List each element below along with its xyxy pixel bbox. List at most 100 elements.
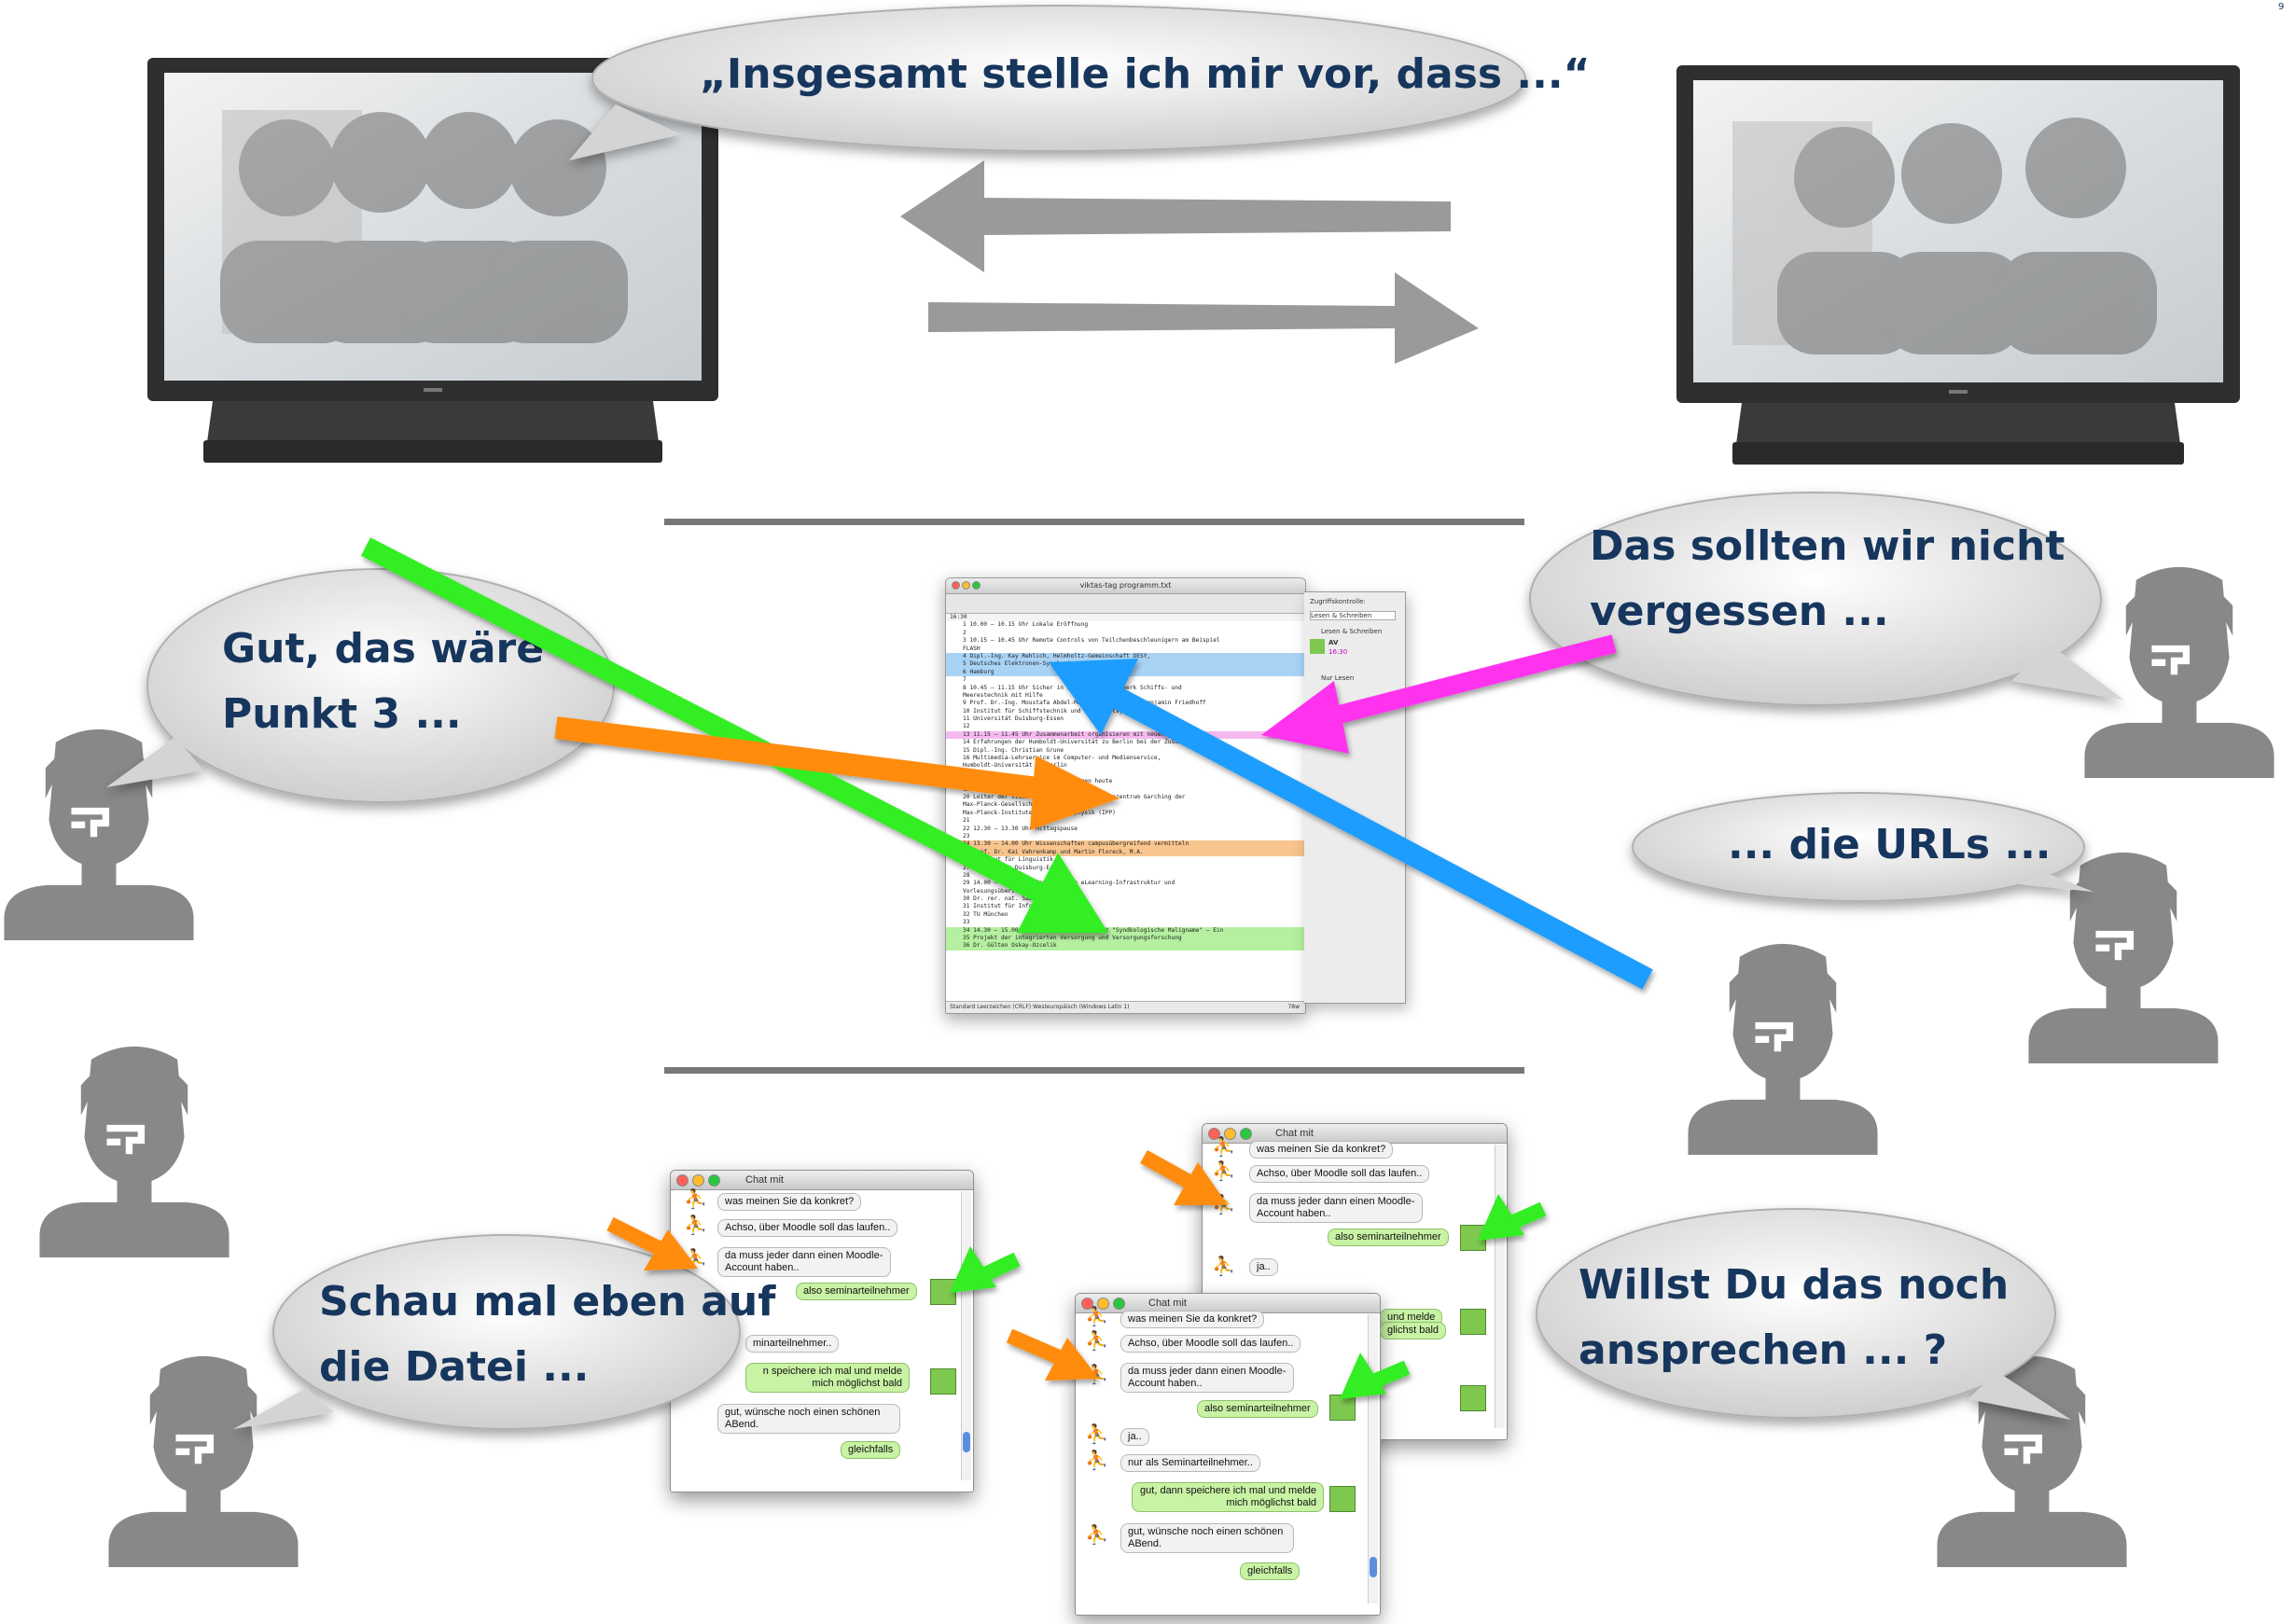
chat-message: ja..	[1249, 1258, 1278, 1276]
arrow-orange-head	[1030, 756, 1120, 830]
editor-line: 27 Universität Duisburg-Essen	[963, 864, 1064, 871]
access-label: Zugriffskontrolle:	[1310, 598, 1366, 605]
editor-line: Humboldt-Universität zu Berlin	[963, 762, 1067, 770]
bubble-top: „Insgesamt stelle ich mir vor, dass ...“	[569, 2, 1591, 170]
editor-line: 35 Projekt der integrierten Versorgung u…	[946, 935, 1305, 943]
chat-scrollbar[interactable]	[961, 1191, 971, 1480]
runner-icon: ⛹	[1212, 1256, 1235, 1277]
divider-1	[664, 519, 1524, 525]
editor-line: 11 Universität Duisburg-Essen	[963, 715, 1064, 723]
bubble-left-mid-line2: Punkt 3 ...	[222, 690, 462, 738]
bubble-left-mid: Gut, das wäre Punkt 3 ...	[106, 560, 615, 812]
chat-scrollbar[interactable]	[1368, 1314, 1378, 1603]
editor-time: 16:30	[946, 614, 1305, 622]
chat-message: Achso, über Moodle soll das laufen..	[717, 1219, 898, 1237]
chat-titlebar: Chat mit	[671, 1171, 973, 1190]
chat-message: da muss jeder dann einen Moodle-Account …	[1120, 1363, 1294, 1393]
access-select[interactable]: Lesen & Schreiben	[1310, 611, 1396, 620]
editor-line: 2	[963, 629, 967, 636]
editor-status-text: Standard Leerzeichen (CRLF) Westeuropäis…	[950, 1004, 1130, 1010]
runner-icon: ⛹	[1085, 1424, 1108, 1445]
arrow-green-editor	[360, 537, 1050, 905]
editor-line: FLASH	[963, 645, 981, 652]
chat-message: ja..	[1120, 1428, 1149, 1446]
editor-line: 14 Erfahrungen der Humboldt-Universität …	[963, 739, 1214, 746]
user-avatar-green	[1460, 1385, 1486, 1411]
chat-title: Chat mit	[1148, 1298, 1187, 1309]
editor-line: Max-Planck-Gesellschaft (MPG) und des	[963, 801, 1092, 809]
editor-title: viktas-tag programm.txt	[1079, 581, 1172, 590]
chat-arrow-green	[1478, 1194, 1524, 1241]
chat-window-front: Chat mit was meinen Sie da konkret? Achs…	[1075, 1293, 1381, 1616]
editor-line: 13 11.15 – 11.45 Uhr Zusammenarbeit orga…	[946, 730, 1305, 740]
editor-line: Meerestechnik mit Hilfe	[963, 691, 1043, 699]
arrow-magenta-head	[1261, 681, 1349, 754]
chat-message: Achso, über Moodle soll das laufen..	[1120, 1335, 1301, 1353]
user-avatar-green	[1329, 1486, 1356, 1512]
editor-line: 26 Institut für Linguistik	[963, 856, 1053, 864]
chat-message: was meinen Sie da konkret?	[1120, 1311, 1265, 1328]
access-item-write[interactable]: Lesen & Schreiben	[1321, 628, 1383, 635]
editor-line: 10 Institut für Schiffstechnik und Trans…	[963, 707, 1161, 715]
chat-message: was meinen Sie da konkret?	[1249, 1141, 1394, 1159]
bubble-left-bottom-line2: die Datei ...	[319, 1343, 590, 1391]
editor-titlebar: viktas-tag programm.txt	[946, 578, 1305, 594]
chat-arrow-orange	[1174, 1162, 1228, 1205]
arrow-left	[900, 160, 1451, 272]
bubble-right-mid-line2: vergessen ...	[1590, 588, 1889, 635]
chat-titlebar: Chat mit	[1203, 1124, 1507, 1144]
bubble-right-mid-line1: Das sollten wir nicht	[1590, 522, 2066, 570]
runner-icon: ⛹	[1085, 1331, 1108, 1352]
user-time: 16:30	[1328, 648, 1348, 656]
bubble-top-text: „Insgesamt stelle ich mir vor, dass ...“	[700, 50, 1591, 98]
editor-line: 23	[963, 832, 970, 840]
chat-message-own: also seminarteilnehmer	[1197, 1400, 1318, 1418]
bubble-urls-text: ... die URLs ...	[1728, 821, 2052, 868]
editor-line: 12	[963, 723, 970, 730]
chat-arrow-orange	[644, 1229, 698, 1270]
chat-message-own: glichst bald	[1380, 1322, 1447, 1339]
runner-icon: ⛹	[1085, 1307, 1108, 1327]
runner-icon: ⛹	[1085, 1450, 1108, 1471]
chat-title: Chat mit	[745, 1174, 784, 1186]
editor-line: 4 Dipl.-Ing. Kay Rehlich, Helmholtz-Geme…	[946, 652, 1305, 661]
access-item-read[interactable]: Nur Lesen	[1321, 674, 1355, 682]
chat-message: minarteilnehmer..	[745, 1335, 840, 1353]
bubble-right-bottom: Willst Du das noch ansprechen ... ?	[1530, 1203, 2071, 1437]
bubble-left-mid-line1: Gut, das wäre	[222, 625, 545, 673]
chat-message-own: also seminarteilnehmer	[796, 1283, 917, 1300]
user-avatar-green	[1460, 1309, 1486, 1335]
monitor-left	[147, 58, 718, 463]
editor-line: 33	[963, 919, 970, 926]
chat-scroll-thumb[interactable]	[963, 1432, 970, 1452]
chat-arrow-green	[950, 1246, 996, 1293]
arrow-green-head	[1017, 853, 1108, 933]
runner-icon: ⛹	[1085, 1525, 1108, 1546]
chat-scroll-thumb[interactable]	[1370, 1557, 1377, 1577]
runner-icon: ⛹	[1212, 1161, 1235, 1182]
bubble-right-urls: ... die URLs ...	[1627, 789, 2093, 910]
editor-status-right: 78w	[1287, 1004, 1300, 1010]
arrow-blue-editor	[1105, 684, 1653, 990]
arrow-magenta-editor	[1322, 634, 1617, 728]
editor-line: 32 TU München	[963, 910, 1008, 918]
chat-window-left: Chat mit was meinen Sie da konkret? Achs…	[670, 1170, 974, 1492]
arrow-right	[928, 272, 1479, 364]
chat-message: da muss jeder dann einen Moodle-Account …	[717, 1247, 891, 1277]
page-number: 9	[2278, 2, 2285, 12]
chat-message: was meinen Sie da konkret?	[717, 1193, 862, 1211]
user-name: AV	[1328, 639, 1339, 646]
chat-scrollbar[interactable]	[1495, 1145, 1505, 1428]
editor-line: 16 Multimedia-Lehrservice im Computer- u…	[963, 755, 1161, 762]
chat-message: Achso, über Moodle soll das laufen..	[1249, 1165, 1430, 1183]
editor-line: 7	[963, 676, 967, 684]
bubble-right-bottom-line2: ansprechen ... ?	[1579, 1326, 1948, 1374]
user-avatar-green	[1329, 1395, 1356, 1421]
editor-line: 1 10.00 – 10.15 Uhr Lokale Eröffnung	[963, 621, 1089, 629]
chat-arrow-green	[1340, 1353, 1386, 1399]
runner-icon: ⛹	[684, 1189, 707, 1210]
bubble-left-bottom: Schau mal eben auf die Datei ...	[233, 1229, 775, 1444]
editor-line: 22 12.30 – 13.30 Uhr Mittagspause	[963, 825, 1078, 832]
editor-line: 31 Institut für Informatik,	[963, 903, 1057, 910]
